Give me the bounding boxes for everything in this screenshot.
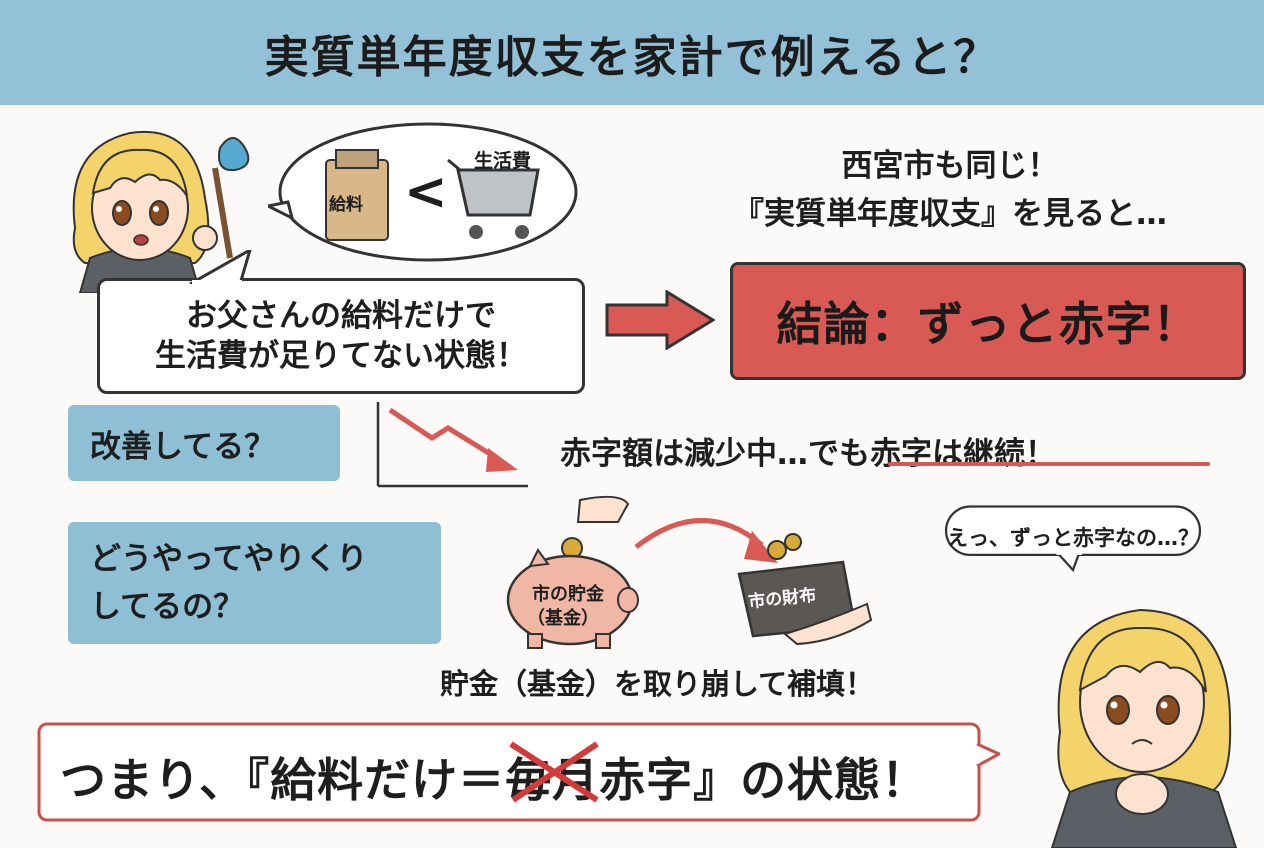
thought-bubble [268, 122, 578, 262]
summary-text: つまり、『給料だけ＝毎月赤字』の状態！ [60, 741, 929, 810]
explanation-line-2: 生活費が足りてない状態！ [155, 338, 527, 374]
nishinomiya-line-1: 西宮市も同じ！ [841, 148, 1059, 184]
question-how-manage-line-2: してるの？ [90, 589, 245, 625]
cross-mark-icon [509, 741, 599, 803]
page-header: 実質単年度収支を家計で例えると？ [0, 0, 1264, 105]
question-how-manage-line-1: どうやってやりくり [90, 541, 368, 577]
conclusion-box: 結論：ずっと赤字！ [730, 262, 1246, 380]
nishinomiya-line-2: 『実質単年度収支』を見ると… [733, 196, 1167, 232]
girl-character-illustration [72, 130, 250, 293]
question-improving: 改善してる？ [68, 405, 340, 481]
deficit-statement: 赤字額は減少中…でも赤字は継続！ [560, 428, 1056, 473]
page-title: 実質単年度収支を家計で例えると？ [264, 31, 1000, 83]
worried-girl-illustration [1050, 608, 1238, 848]
right-arrow-icon [605, 290, 715, 350]
explanation-box: お父さんの給料だけで 生活費が足りてない状態！ [97, 278, 585, 394]
piggy-bank-icon [506, 495, 639, 649]
girl2-speech-text: えっ、ずっと赤字なの…？ [947, 526, 1199, 550]
question-how-manage: どうやってやりくり してるの？ [68, 522, 441, 644]
summary-prefix: つまり、『給料だけ＝ [60, 753, 506, 807]
fund-caption: 貯金（基金）を取り崩して補填！ [440, 667, 875, 701]
salary-label: 給料 [329, 195, 363, 215]
explanation-line-1: お父さんの給料だけで [186, 298, 496, 334]
deficit-underline [888, 462, 1210, 466]
cart-label: 生活費 [474, 150, 532, 172]
summary-box [37, 722, 1000, 822]
piggy-label-line-2: （基金） [527, 608, 599, 629]
speech-tail [189, 250, 252, 284]
piggy-label-line-1: 市の貯金 [532, 584, 604, 605]
declining-graph-icon [376, 402, 528, 488]
wallet-icon [737, 533, 873, 646]
question-improving-text: 改善してる？ [90, 428, 276, 465]
conclusion-text: 結論：ずっと赤字！ [776, 297, 1200, 351]
girl2-speech-bubble [944, 505, 1202, 573]
less-than-sign: < [404, 162, 448, 222]
summary-suffix: 赤字』の状態！ [599, 753, 929, 807]
crossed-out-word: 毎月 [505, 741, 599, 810]
deficit-decreasing: 赤字額は減少中… [560, 436, 808, 472]
deficit-continues: でも赤字は継続！ [808, 436, 1056, 472]
